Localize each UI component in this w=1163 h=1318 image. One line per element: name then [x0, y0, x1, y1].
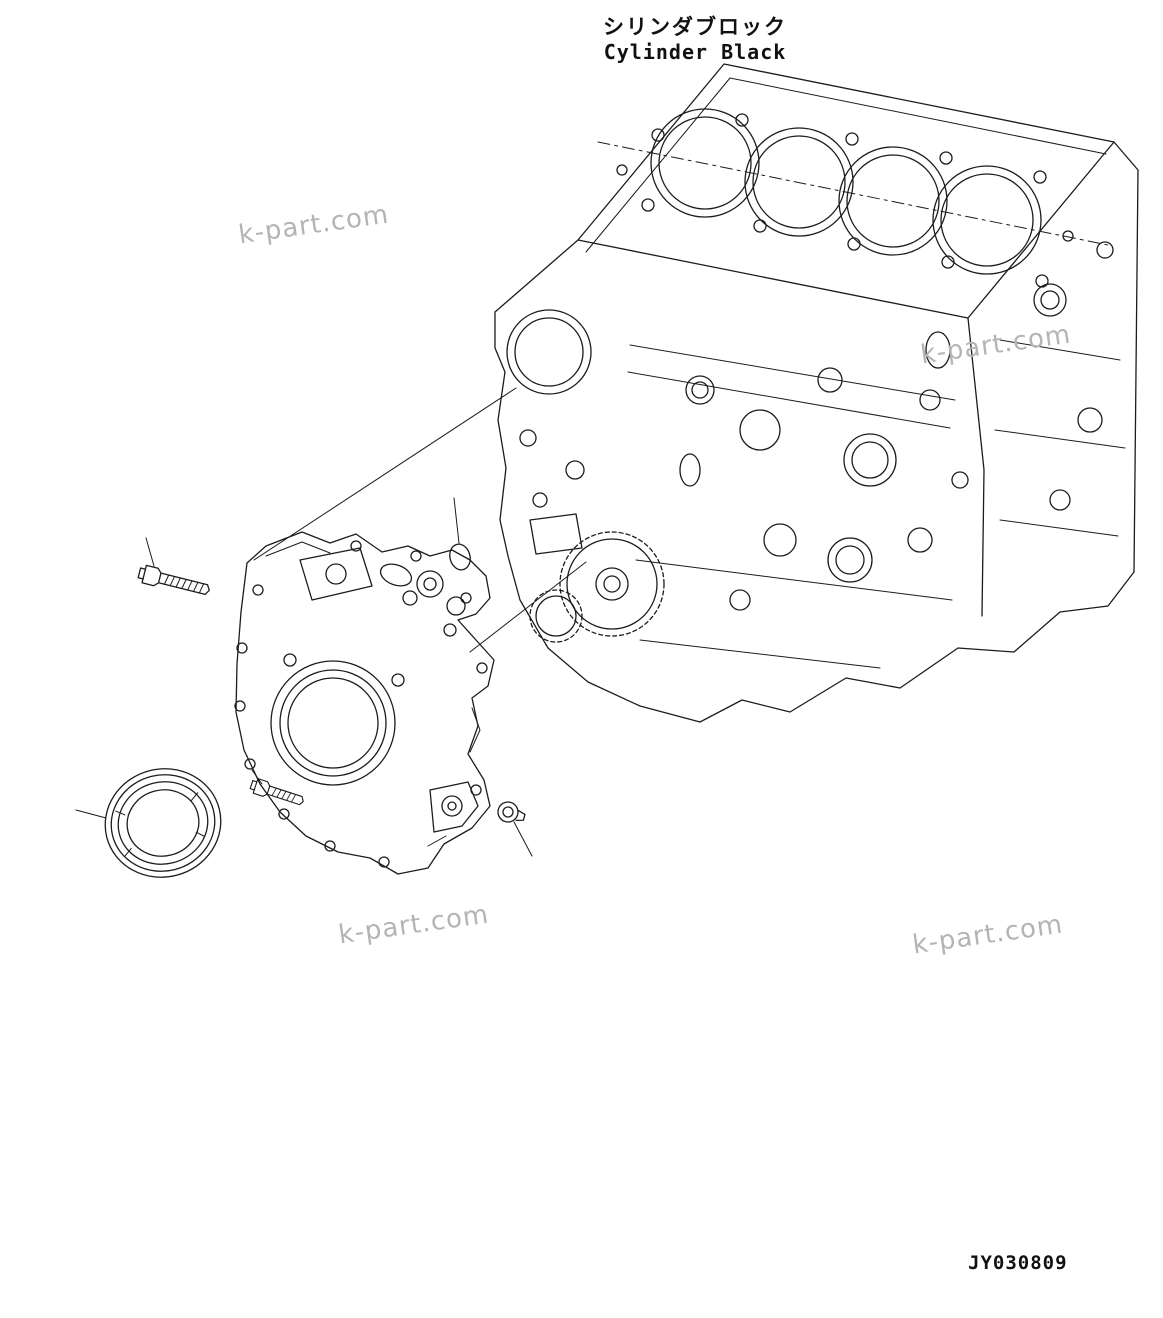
oil-seal-drawing: [104, 768, 222, 878]
flange-bolt-drawing: [137, 564, 210, 596]
diagram-title-japanese: シリンダブロック: [603, 15, 787, 39]
plug-drawing: [497, 801, 526, 823]
front-cover-drawing: [234, 531, 495, 875]
diagram-title-english: Cylinder Black: [603, 40, 787, 65]
small-flange-bolt-drawing: [249, 778, 304, 806]
diagram-title: シリンダブロック Cylinder Black: [560, 14, 830, 65]
o-ring-drawing: [449, 543, 471, 571]
leader-lines: [75, 387, 587, 857]
cylinder-block-drawing: [494, 63, 1139, 723]
drawing-number: JY030809: [968, 1252, 1068, 1274]
